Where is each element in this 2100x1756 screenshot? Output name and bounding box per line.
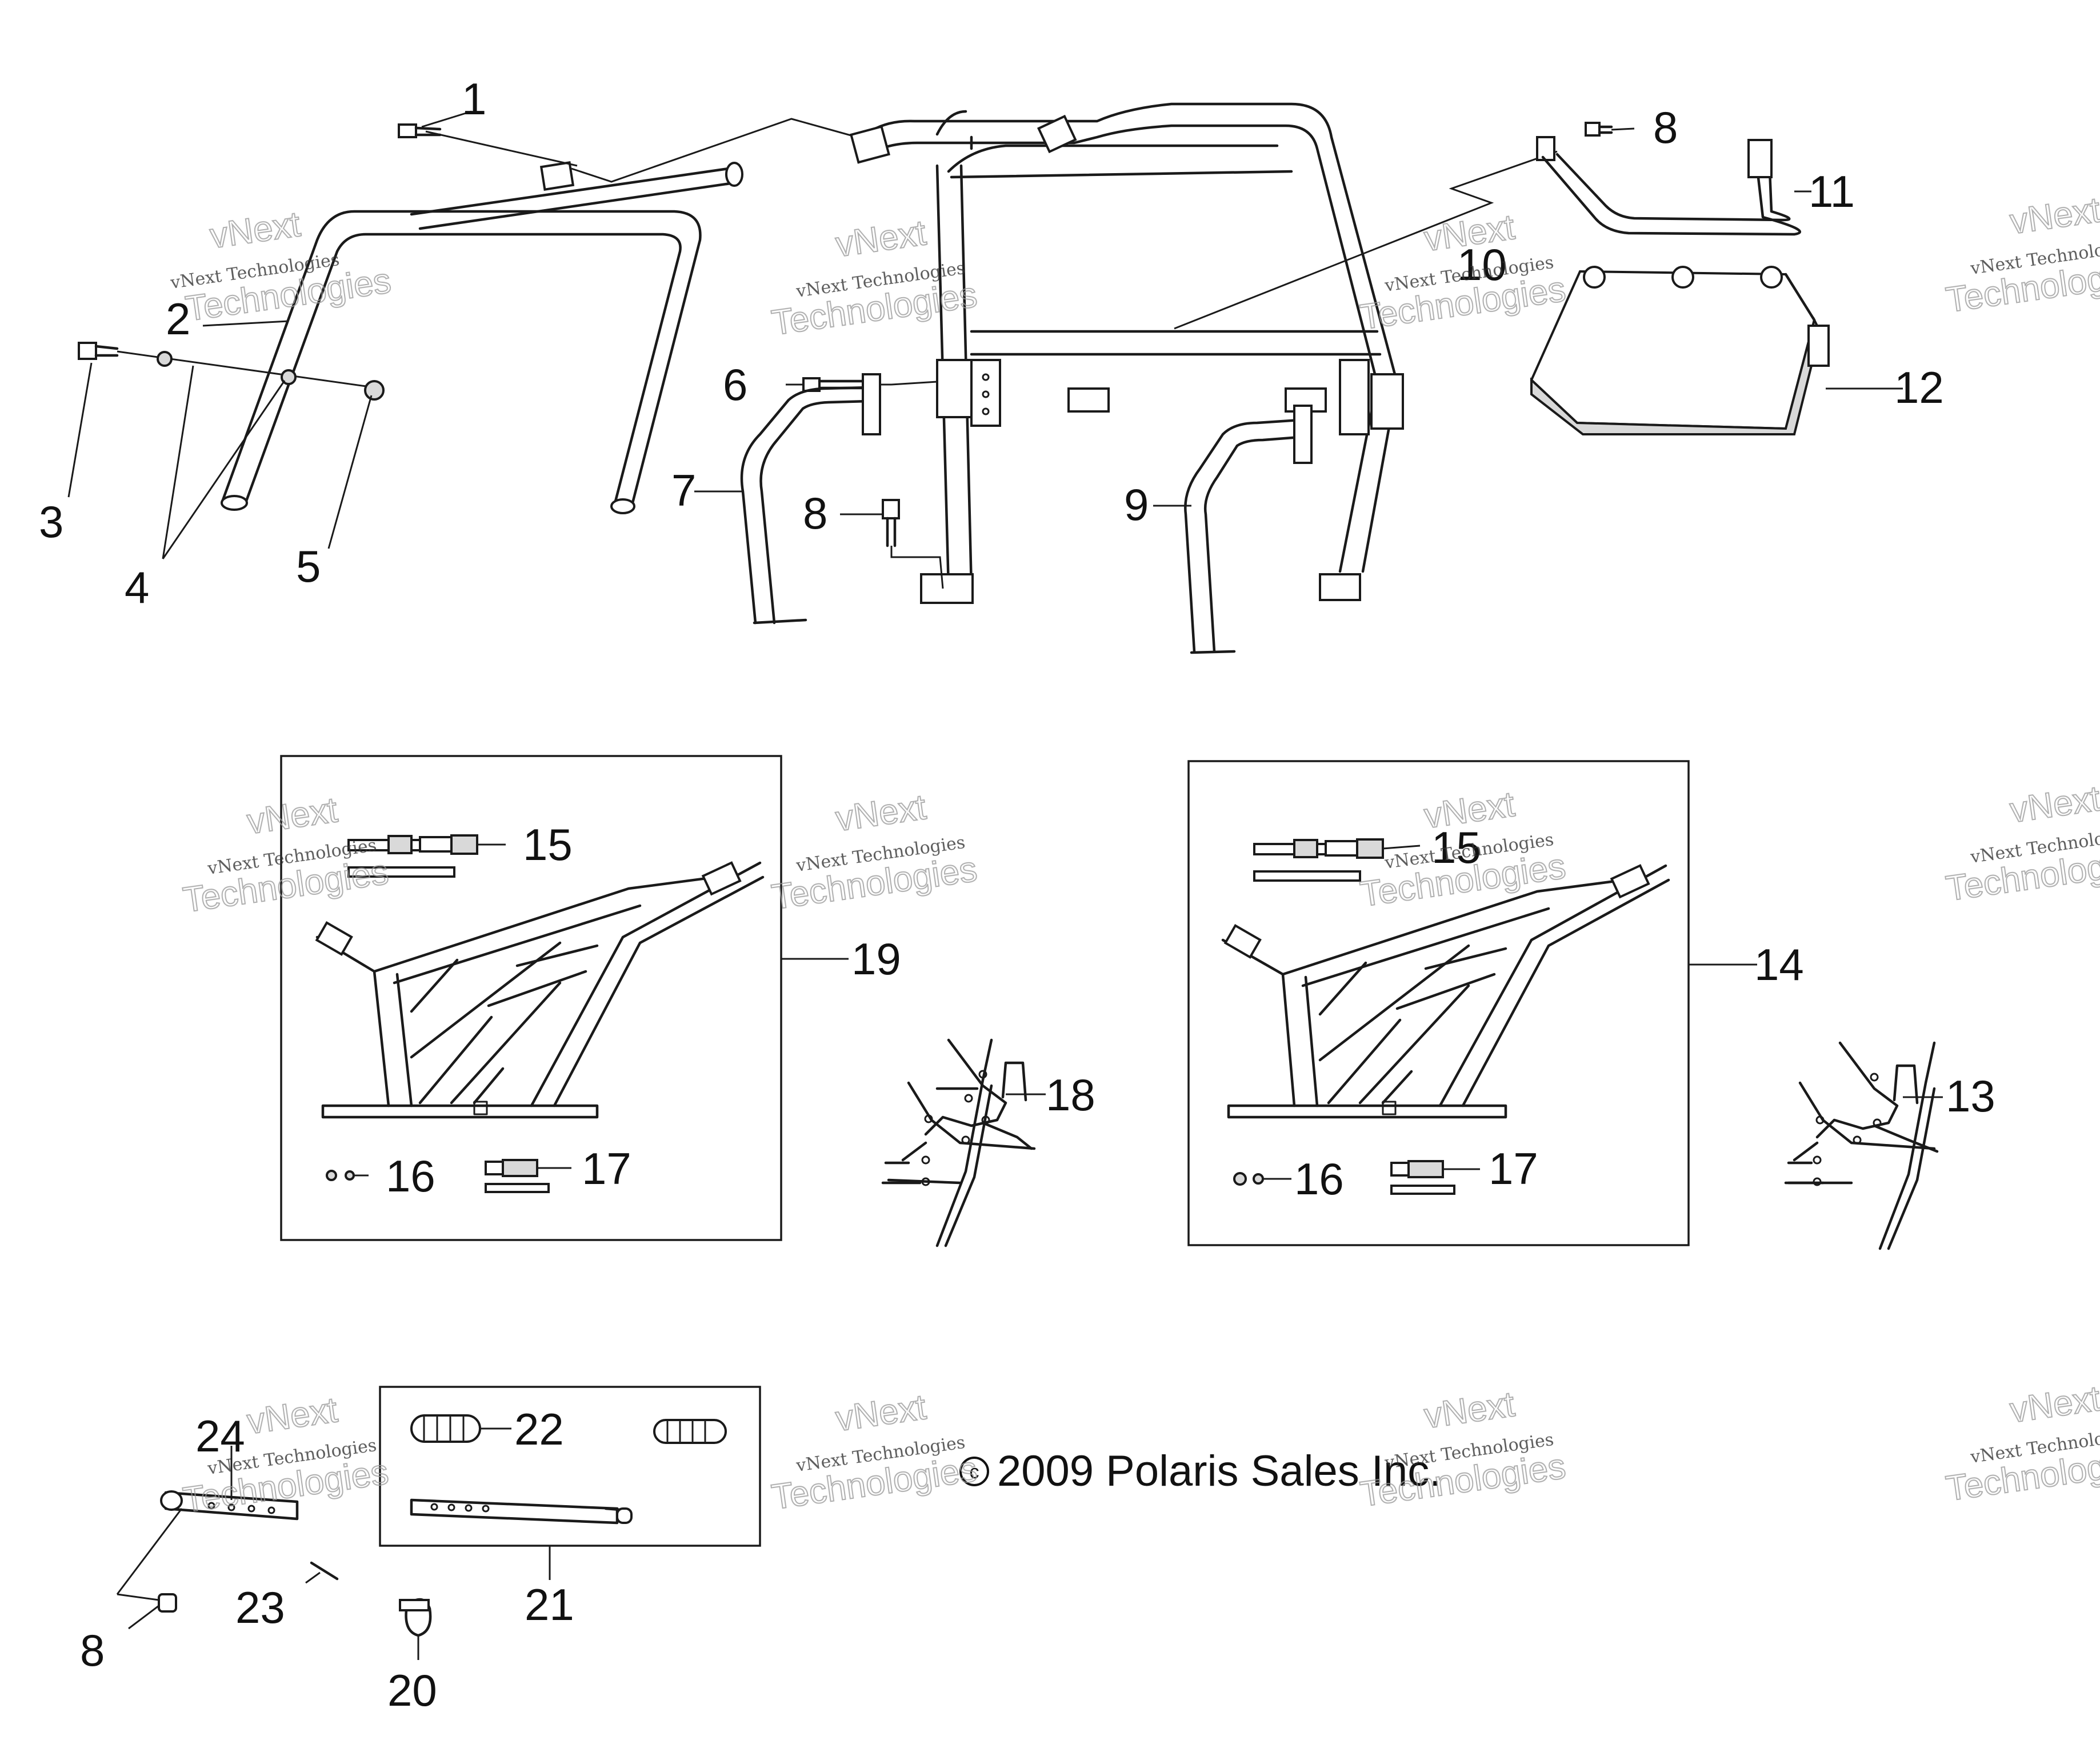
part-18-small-net xyxy=(881,1038,1046,1247)
callout-16-left: 16 xyxy=(386,1151,435,1201)
svg-text:vNext: vNext xyxy=(833,213,929,265)
callout-15-right: 15 xyxy=(1431,822,1481,873)
part-7-assist-handle xyxy=(740,373,881,625)
part-1-bolt xyxy=(398,118,858,183)
svg-text:vNext: vNext xyxy=(2007,1379,2100,1430)
callout-17-right: 17 xyxy=(1489,1143,1538,1194)
callout-3: 3 xyxy=(39,497,63,547)
watermark-4: vNext vNext Technologies Technologies xyxy=(1943,190,2100,321)
callout-9: 9 xyxy=(1124,479,1149,530)
part-11-grab-bar xyxy=(1541,139,1802,236)
callout-14: 14 xyxy=(1754,939,1804,990)
watermark-2: vNext vNext Technologies Technologies xyxy=(769,213,980,343)
callout-18: 18 xyxy=(1046,1070,1095,1120)
part-side-net-left xyxy=(315,861,765,1119)
watermark-6: vNext vNext Technologies Technologies xyxy=(769,787,980,918)
watermark-1: vNext vNext Technologies Technologies xyxy=(169,204,394,330)
part-24-bar xyxy=(160,1446,299,1521)
svg-text:vNext: vNext xyxy=(207,205,303,256)
watermarks: vNext vNext Technologies Technologies vN… xyxy=(169,190,2100,1521)
part-3-bolt xyxy=(78,342,119,360)
part-9-assist-handle xyxy=(1184,405,1313,654)
part-16-right xyxy=(1233,1172,1291,1186)
svg-text:vNext: vNext xyxy=(1422,1385,1517,1436)
callout-24: 24 xyxy=(195,1411,245,1461)
svg-text:vNext: vNext xyxy=(2007,779,2100,830)
callout-2: 2 xyxy=(166,294,190,344)
watermark-9: vNext vNext Technologies Technologies xyxy=(180,1390,391,1521)
copyright-text: 2009 Polaris Sales Inc. xyxy=(997,1447,1441,1495)
part-17-right xyxy=(1390,1160,1480,1195)
part-21-bar xyxy=(410,1498,633,1525)
callout-8-middle: 8 xyxy=(803,488,827,538)
callout-8-bottom: 8 xyxy=(80,1625,105,1675)
part-8-bolt-bottom xyxy=(116,1508,183,1630)
part-23-pin xyxy=(305,1561,339,1584)
callout-1: 1 xyxy=(462,74,486,124)
callout-5: 5 xyxy=(296,541,321,591)
part-17-left xyxy=(485,1159,571,1193)
part-4-washers xyxy=(157,351,297,385)
part-8-bolt-middle xyxy=(882,499,944,589)
callout-13: 13 xyxy=(1946,1071,1995,1121)
callout-15-left: 15 xyxy=(523,819,573,870)
kit-box-14 xyxy=(1187,760,1690,1246)
callout-8-top: 8 xyxy=(1653,102,1678,153)
part-10-rear-cage xyxy=(850,102,1404,604)
watermark-5: vNext vNext Technologies Technologies xyxy=(180,790,391,921)
part-13-small-net xyxy=(1784,1041,1943,1250)
leader-10 xyxy=(1174,150,1558,330)
callout-4: 4 xyxy=(125,562,149,613)
svg-text:vNext: vNext xyxy=(1422,785,1517,836)
svg-text:vNext: vNext xyxy=(245,1390,340,1442)
svg-text:vNext: vNext xyxy=(2007,190,2100,242)
callout-6: 6 xyxy=(723,359,747,410)
callout-11: 11 xyxy=(1809,166,1855,217)
watermark-12: vNext vNext Technologies Technologies xyxy=(1943,1378,2100,1509)
copyright-circle xyxy=(959,1457,989,1486)
part-side-net-right xyxy=(1221,864,1670,1119)
watermark-10: vNext vNext Technologies Technologies xyxy=(769,1387,980,1518)
callout-7: 7 xyxy=(671,465,696,515)
svg-text:vNext: vNext xyxy=(245,790,340,842)
copyright-symbol: c xyxy=(970,1461,979,1483)
part-5-nut xyxy=(364,380,385,401)
watermark-3: vNext vNext Technologies Technologies xyxy=(1357,207,1569,338)
part-22-grips xyxy=(410,1414,727,1444)
part-20-clamp xyxy=(399,1598,432,1660)
copyright-notice: c 2009 Polaris Sales Inc. xyxy=(959,1447,1441,1495)
callout-10: 10 xyxy=(1457,239,1507,290)
part-8-bolt-top xyxy=(1536,122,1613,161)
callout-21: 21 xyxy=(525,1579,574,1630)
part-16-left xyxy=(326,1170,369,1181)
callout-labels: 1 2 3 4 5 6 7 8 8 8 9 10 11 12 13 14 15 … xyxy=(39,74,1995,1715)
part-15-right xyxy=(1253,838,1421,882)
part-2-front-roll-bar xyxy=(221,161,743,514)
part-15-left xyxy=(347,834,506,878)
callout-19: 19 xyxy=(851,934,901,984)
top-leader-lines xyxy=(67,110,1903,559)
svg-text:vNext: vNext xyxy=(833,787,929,839)
callout-22: 22 xyxy=(514,1404,564,1454)
kit-box-19 xyxy=(280,755,782,1241)
callout-16-right: 16 xyxy=(1294,1154,1344,1204)
callout-12: 12 xyxy=(1894,362,1944,413)
callout-23: 23 xyxy=(235,1582,285,1633)
watermark-8: vNext vNext Technologies Technologies xyxy=(1943,778,2100,909)
part-12-panel xyxy=(1530,266,1830,435)
kit-box-21 xyxy=(379,1386,761,1547)
callout-20: 20 xyxy=(387,1665,437,1715)
callout-17-left: 17 xyxy=(582,1143,631,1194)
leader-3-5 xyxy=(117,350,375,389)
svg-text:vNext: vNext xyxy=(833,1387,929,1439)
